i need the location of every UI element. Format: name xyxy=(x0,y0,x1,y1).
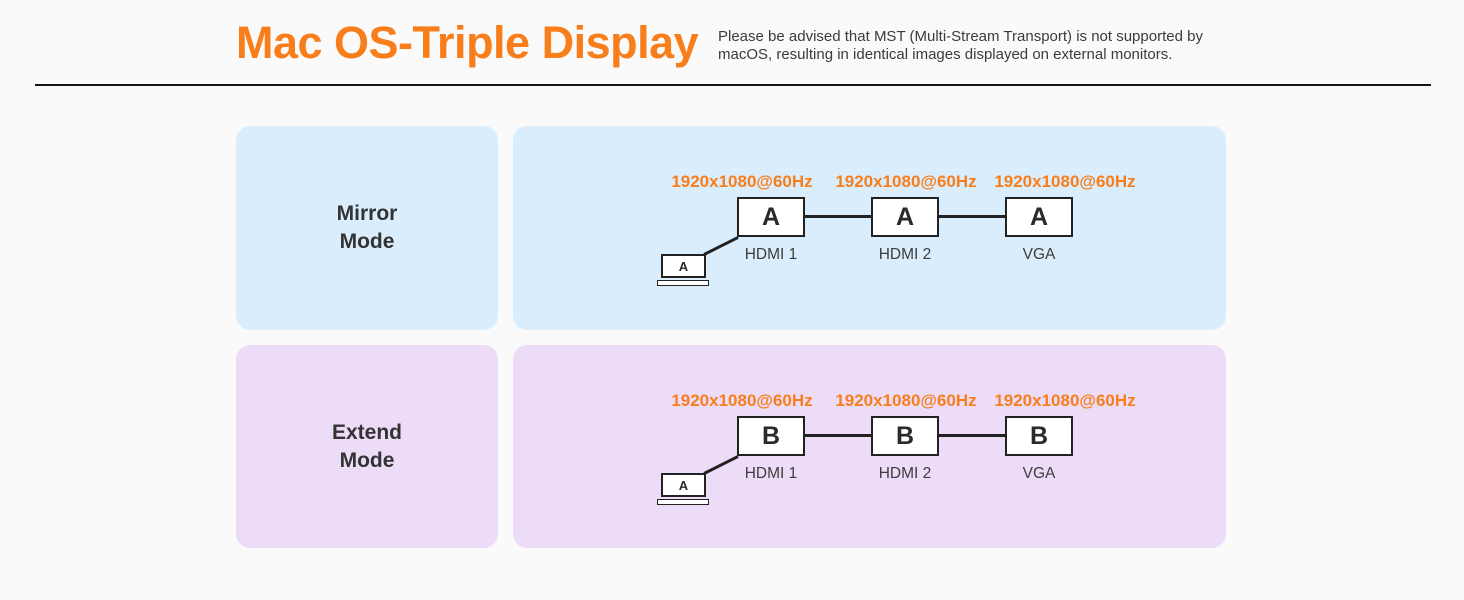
connector-line xyxy=(805,434,871,437)
connector-line xyxy=(939,434,1005,437)
header-divider xyxy=(35,84,1431,86)
monitor-box-vga: A xyxy=(1005,197,1073,237)
connector-line xyxy=(805,215,871,218)
laptop-letter: A xyxy=(678,477,689,493)
resolution-label: 1920x1080@60Hz xyxy=(835,172,977,191)
connector-line xyxy=(939,215,1005,218)
page-title: Mac OS-Triple Display xyxy=(236,17,699,68)
laptop-icon: A xyxy=(661,473,706,497)
monitor-box-vga: B xyxy=(1005,416,1073,456)
laptop-icon: A xyxy=(661,254,706,278)
port-label-hdmi1: HDMI 1 xyxy=(744,465,798,482)
resolution-label: 1920x1080@60Hz xyxy=(994,172,1136,191)
diagram-panel-extend: 1920x1080@60Hz 1920x1080@60Hz 1920x1080@… xyxy=(513,345,1226,548)
monitor-box-hdmi2: B xyxy=(871,416,939,456)
mst-note-text: Please be advised that MST (Multi-Stream… xyxy=(718,28,1203,63)
mode-name: Extend Mode xyxy=(332,419,402,475)
diagram-panel-mirror: 1920x1080@60Hz 1920x1080@60Hz 1920x1080@… xyxy=(513,126,1226,330)
laptop-base xyxy=(657,499,709,505)
port-label-hdmi1: HDMI 1 xyxy=(744,246,798,263)
laptop-base xyxy=(657,280,709,286)
mode-name-line2: Mode xyxy=(339,230,395,253)
mode-card-extend: Extend Mode xyxy=(236,345,498,548)
port-label-hdmi2: HDMI 2 xyxy=(878,246,932,263)
monitor-letter: B xyxy=(1029,421,1049,450)
monitor-box-hdmi1: A xyxy=(737,197,805,237)
mode-name: Mirror Mode xyxy=(337,200,398,256)
resolution-label: 1920x1080@60Hz xyxy=(994,391,1136,410)
monitor-letter: A xyxy=(761,202,781,231)
monitor-box-hdmi2: A xyxy=(871,197,939,237)
port-label-vga: VGA xyxy=(1022,465,1056,482)
mode-name-line2: Mode xyxy=(339,448,395,472)
monitor-letter: B xyxy=(761,421,781,450)
port-label-hdmi2: HDMI 2 xyxy=(878,465,932,482)
mode-name-line1: Mirror xyxy=(336,202,398,225)
monitor-box-hdmi1: B xyxy=(737,416,805,456)
port-label-vga: VGA xyxy=(1022,246,1056,263)
resolution-label: 1920x1080@60Hz xyxy=(835,391,977,410)
monitor-letter: A xyxy=(895,202,915,231)
mode-card-mirror: Mirror Mode xyxy=(236,126,498,330)
monitor-letter: B xyxy=(895,421,915,450)
resolution-label: 1920x1080@60Hz xyxy=(671,172,813,191)
laptop-letter: A xyxy=(678,258,689,274)
mode-name-line1: Extend xyxy=(331,420,402,444)
monitor-letter: A xyxy=(1029,202,1049,231)
resolution-label: 1920x1080@60Hz xyxy=(671,391,813,410)
